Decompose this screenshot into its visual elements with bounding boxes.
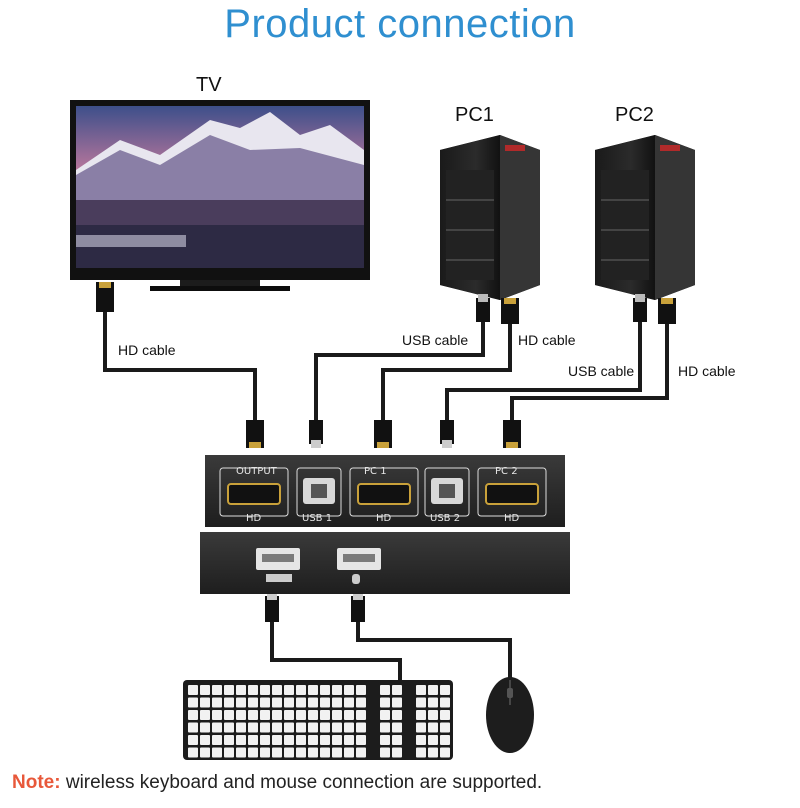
page-title: Product connection — [224, 2, 576, 46]
cable-label-tv-hd: HD cable — [118, 342, 176, 358]
cable-label-pc1-hd: HD cable — [518, 332, 576, 348]
port-label-hd-3: HD — [504, 513, 520, 524]
pc2-tower-icon — [595, 135, 695, 300]
keyboard-icon — [183, 680, 453, 760]
kvm-switch-front — [200, 532, 570, 594]
keyboard-cable — [270, 620, 402, 680]
tv-icon — [70, 100, 370, 291]
note-text: wireless keyboard and mouse connection a… — [65, 772, 543, 793]
port-label-output: OUTPUT — [236, 466, 278, 477]
note-key: Note: — [12, 772, 61, 793]
port-label-hd-2: HD — [376, 513, 392, 524]
tv-hd-cable — [103, 310, 257, 420]
pc1-hd-cable — [381, 320, 512, 420]
cable-label-pc2-usb: USB cable — [568, 363, 635, 379]
pc2-hd-cable — [510, 320, 669, 420]
mouse-cable — [356, 620, 512, 680]
pc1-label: PC1 — [455, 104, 494, 126]
cables — [103, 310, 669, 680]
pc2-usb-cable — [445, 320, 642, 420]
note: Note: wireless keyboard and mouse connec… — [12, 772, 542, 794]
usb-connector-icon — [265, 294, 647, 622]
port-label-usb1: USB 1 — [302, 513, 332, 524]
port-label-pc1: PC 1 — [364, 466, 387, 477]
pc1-usb-cable — [314, 320, 485, 420]
cable-label-pc2-hd: HD cable — [678, 363, 736, 379]
port-label-pc2: PC 2 — [495, 466, 518, 477]
port-label-usb2: USB 2 — [430, 513, 460, 524]
port-label-hd-1: HD — [246, 513, 262, 524]
tv-label: TV — [196, 74, 222, 96]
mouse-icon — [486, 677, 534, 753]
pc2-label: PC2 — [615, 104, 654, 126]
hdmi-connector-icon — [96, 282, 676, 448]
pc1-tower-icon — [440, 135, 540, 300]
cable-label-pc1-usb: USB cable — [402, 332, 469, 348]
kvm-switch-back — [205, 455, 565, 527]
